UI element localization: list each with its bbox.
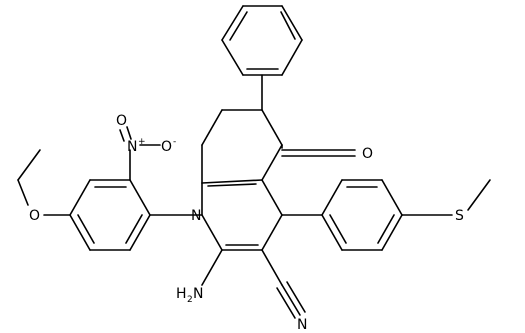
nitro-oxygen-right: O bbox=[161, 139, 172, 155]
nitroethoxyphenyl-ring bbox=[69, 179, 151, 251]
thioether-sulfur: S bbox=[455, 208, 464, 224]
cyclohexenone-ring bbox=[201, 74, 356, 184]
dihydropyridine-ring bbox=[201, 179, 323, 251]
ether-oxygen: O bbox=[29, 208, 40, 224]
bond-lines bbox=[17, 5, 491, 319]
nitro-group bbox=[119, 126, 161, 181]
phenyl-ring bbox=[221, 5, 303, 76]
nitro-oxygen-charge: - bbox=[173, 137, 176, 147]
nitro-nitrogen: N bbox=[127, 139, 137, 155]
methylthiophenyl-ring bbox=[321, 179, 491, 251]
ring-nitrogen: N bbox=[191, 208, 201, 224]
nitrile-nitrogen: N bbox=[297, 317, 307, 333]
nitrile-group bbox=[261, 249, 306, 319]
atom-labels: O N + O - O N O S H 2 N N bbox=[29, 113, 464, 333]
amine-subscript: 2 bbox=[187, 295, 193, 305]
amine-nitrogen: N bbox=[193, 286, 203, 302]
nitro-oxygen-top: O bbox=[116, 113, 127, 129]
amine-bond bbox=[201, 249, 223, 286]
nitro-nitrogen-charge: + bbox=[138, 137, 146, 147]
ethoxy-group bbox=[17, 149, 71, 216]
amine-hydrogen: H bbox=[176, 286, 187, 302]
ketone-oxygen: O bbox=[362, 146, 373, 162]
